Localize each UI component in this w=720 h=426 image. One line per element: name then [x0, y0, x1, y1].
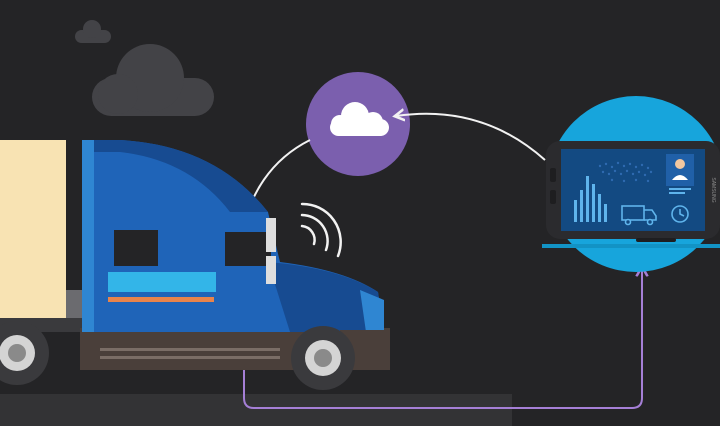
- cloud-icon: [330, 102, 389, 136]
- tablet-bar-graph: [574, 176, 607, 222]
- tablet-brand: SAMSUNG: [710, 177, 716, 202]
- small-cloud-icon: [75, 20, 111, 43]
- truck-icon: [621, 205, 657, 226]
- semi-truck: [0, 140, 390, 370]
- cloud-sync-node: [306, 72, 410, 176]
- road: [0, 394, 512, 426]
- trailer: [0, 140, 66, 320]
- signal-waves-icon: [300, 202, 342, 258]
- clock-icon: [671, 205, 689, 223]
- rugged-tablet: SAMSUNG: [546, 141, 720, 242]
- tablet-to-cloud-arrow: [396, 114, 546, 161]
- rugged-tablet-node: SAMSUNG: [542, 96, 720, 272]
- rear-wheel: [0, 321, 49, 385]
- large-cloud-icon: [92, 44, 214, 116]
- truck-to-tablet-connector: [243, 256, 642, 409]
- profile-card: [666, 154, 694, 194]
- front-wheel: [291, 326, 355, 390]
